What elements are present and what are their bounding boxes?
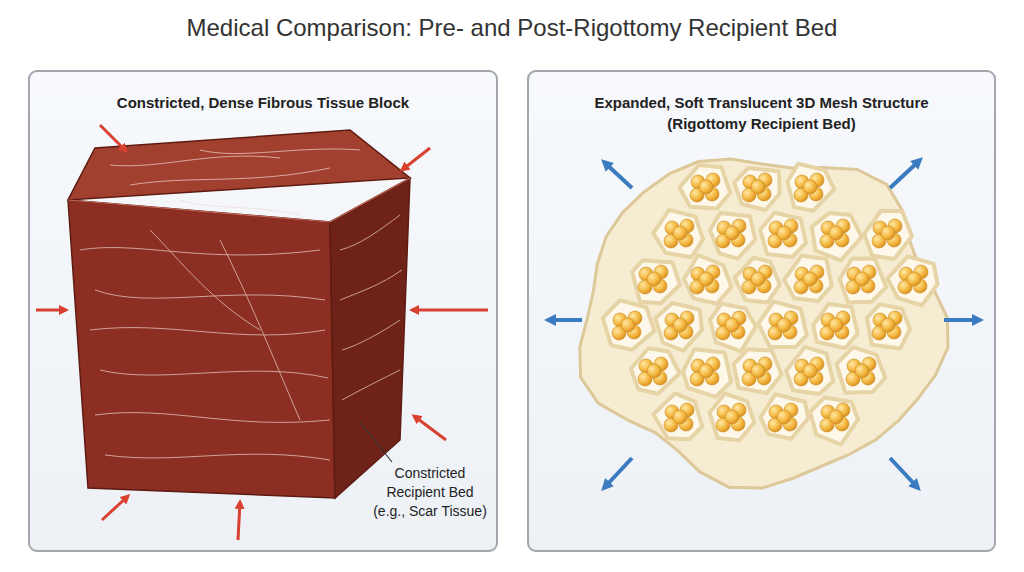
panel-ground <box>527 70 996 552</box>
expansion-arrow <box>548 160 980 488</box>
mesh-structure <box>580 159 948 488</box>
leader-line <box>360 422 392 462</box>
panel-heading: Expanded, Soft Translucent 3D Mesh Struc… <box>529 92 994 113</box>
callout-label: Constricted Recipient Bed (e.g., Scar Ti… <box>370 464 490 521</box>
panel-ground <box>28 70 498 552</box>
panel-subheading: (Rigottomy Recipient Bed) <box>529 113 994 134</box>
panel-heading: Constricted, Dense Fibrous Tissue Block <box>30 92 496 113</box>
tissue-block <box>68 130 410 498</box>
diagram-title: Medical Comparison: Pre- and Post-Rigott… <box>0 14 1024 42</box>
comparison-panel: Expanded, Soft Translucent 3D Mesh Struc… <box>527 70 996 552</box>
